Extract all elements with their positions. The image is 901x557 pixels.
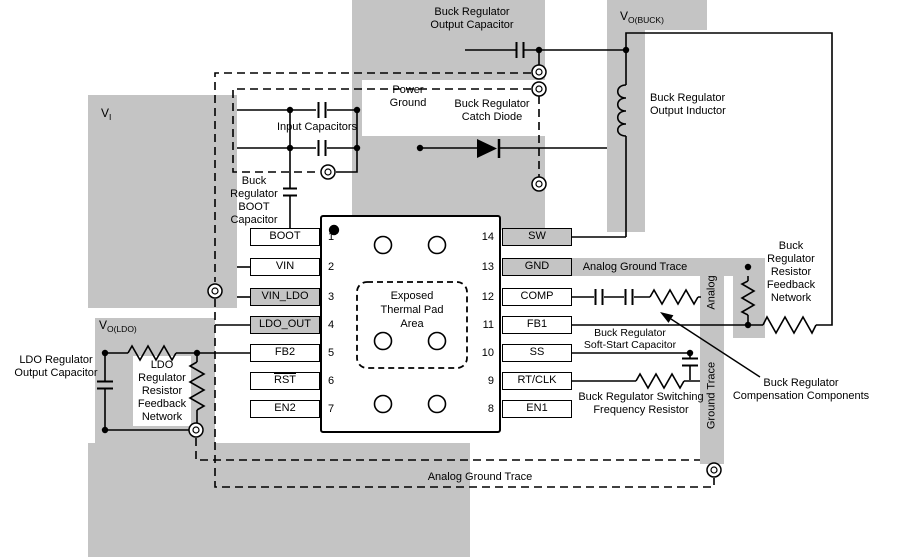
ground-trace-dashes (195, 72, 715, 488)
pin-box-vin-ldo: VIN_LDO (250, 288, 320, 306)
pin-num-10: 10 (481, 347, 494, 359)
pin-num-14: 14 (481, 231, 494, 243)
pin-rt-clk: 9 RT/CLK (468, 372, 572, 390)
pin-en1: 8 EN1 (468, 400, 572, 418)
label-boot-capacitor: Buck Regulator BOOT Capacitor (230, 175, 278, 226)
pin-box-en2: EN2 (250, 400, 320, 418)
thermal-pad-outline (356, 281, 468, 369)
label-analog-vertical: Analog (705, 275, 718, 310)
pin-fb2: FB2 5 (250, 344, 354, 362)
via-markers (188, 64, 722, 478)
label-analog-ground-trace-bottom: Analog Ground Trace (427, 471, 533, 483)
pin-num-4: 4 (328, 319, 335, 331)
pin-box-ldo-out: LDO_OUT (250, 316, 320, 334)
pin-num-9: 9 (487, 375, 494, 387)
pin-num-3: 3 (328, 291, 335, 303)
pin-box-vin: VIN (250, 258, 320, 276)
pin-box-rt-clk: RT/CLK (502, 372, 572, 390)
capacitor-symbols (97, 42, 698, 390)
pour-cutouts (133, 80, 545, 426)
label-soft-start-capacitor: Buck Regulator Soft-Start Capacitor (583, 327, 677, 351)
comp-annotation-arrow (660, 312, 761, 378)
pin-sw: 14 SW (468, 228, 572, 246)
pin-comp: 12 COMP (468, 288, 572, 306)
pin-vin: VIN 2 (250, 258, 354, 276)
label-ldo-output-capacitor: LDO Regulator Output Capacitor (14, 354, 98, 379)
pin-box-fb2: FB2 (250, 344, 320, 362)
pin-box-comp: COMP (502, 288, 572, 306)
pin-num-1: 1 (328, 231, 335, 243)
pin-gnd: 13 GND (468, 258, 572, 276)
label-input-capacitors: Input Capacitors (276, 121, 358, 133)
pin-num-12: 12 (481, 291, 494, 303)
pin-num-5: 5 (328, 347, 335, 359)
label-compensation-components: Buck Regulator Compensation Components (732, 377, 870, 402)
label-ldo-feedback-network: LDO Regulator Resistor Feedback Network (137, 359, 187, 423)
resistor-symbols (127, 280, 817, 411)
inductor-symbol (616, 84, 627, 137)
pin1-marker (328, 224, 340, 236)
pin-num-6: 6 (328, 375, 335, 387)
label-switching-frequency-resistor: Buck Regulator Switching Frequency Resis… (578, 391, 704, 416)
pin-box-rst: RST (250, 372, 320, 390)
thermal-vias (373, 235, 447, 414)
pin-box-gnd: GND (502, 258, 572, 276)
label-power-ground: Power Ground (389, 84, 427, 109)
pin-ss: 10 SS (468, 344, 572, 362)
label-output-inductor: Buck Regulator Output Inductor (650, 92, 726, 117)
pin-box-sw: SW (502, 228, 572, 246)
label-buck-output-capacitor: Buck Regulator Output Capacitor (430, 6, 514, 31)
diode-symbol (477, 139, 501, 158)
label-analog-ground-trace-right: Analog Ground Trace (582, 261, 688, 273)
label-ground-trace-vertical: Ground Trace (705, 361, 718, 430)
pin-boot: BOOT 1 (250, 228, 354, 246)
pin-num-11: 11 (482, 319, 494, 331)
pin-num-2: 2 (328, 261, 335, 273)
pin-box-ss: SS (502, 344, 572, 362)
junction-dots (101, 46, 752, 434)
pin-fb1: 11 FB1 (468, 316, 572, 334)
ic-body (320, 215, 501, 433)
pin-vin-ldo: VIN_LDO 3 (250, 288, 354, 306)
pin-num-13: 13 (481, 261, 494, 273)
pin-ldo-out: LDO_OUT 4 (250, 316, 354, 334)
wires (104, 32, 833, 431)
pin-box-en1: EN1 (502, 400, 572, 418)
label-thermal-pad: Exposed Thermal Pad Area (380, 290, 444, 330)
pin-rst: RST 6 (250, 372, 354, 390)
pin-num-8: 8 (487, 403, 494, 415)
pin-en2: EN2 7 (250, 400, 354, 418)
pin-num-7: 7 (328, 403, 335, 415)
label-buck-feedback-network: Buck Regulator Resistor Feedback Network (766, 240, 816, 304)
label-catch-diode: Buck Regulator Catch Diode (454, 98, 530, 123)
pin-box-fb1: FB1 (502, 316, 572, 334)
pin-box-boot: BOOT (250, 228, 320, 246)
